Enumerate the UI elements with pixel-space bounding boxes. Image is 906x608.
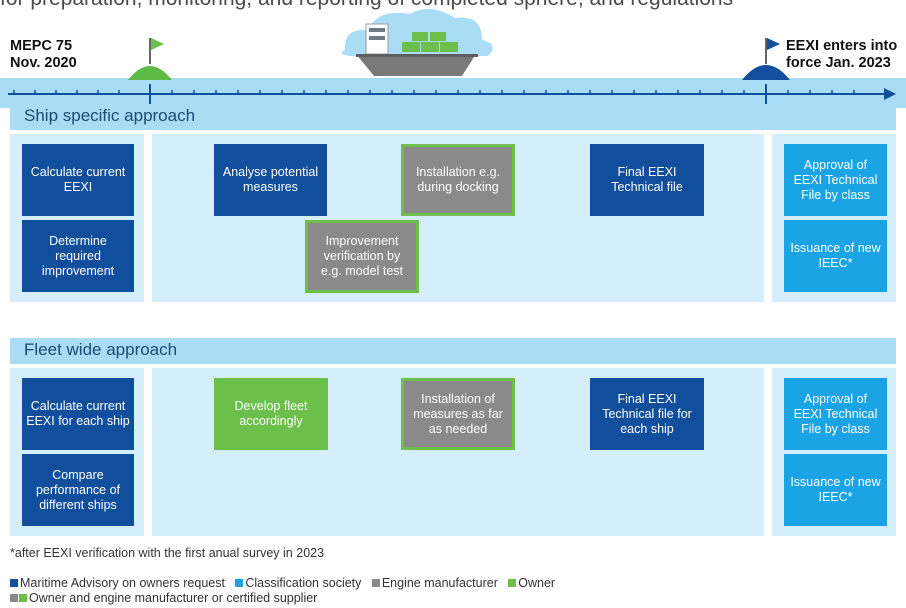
fleet-installation-box: Installation of measures as far as neede… [401, 378, 515, 450]
milestone-start: MEPC 75 Nov. 2020 [10, 38, 77, 72]
ship-installation-box: Installation e.g. during docking [401, 144, 515, 216]
timeline-arrow-icon [8, 84, 896, 104]
milestone-start-line1: MEPC 75 [10, 38, 73, 54]
legend-swatch-owner [508, 579, 517, 587]
fleet-develop-box: Develop fleet accordingly [214, 378, 328, 450]
fleet-final-box: Final EEXI Technical file for each ship [590, 378, 704, 450]
ship-calculate-box: Calculate current EEXI [22, 144, 134, 216]
start-flag-icon [128, 38, 172, 80]
ship-icon [341, 8, 493, 76]
ship-specific-title: Ship specific approach [24, 106, 196, 125]
milestone-end: EEXI enters into force Jan. 2023 [786, 38, 897, 72]
fleet-wide-header-band: Fleet wide approach [10, 338, 896, 364]
legend-engine: Engine manufacturer [381, 576, 498, 590]
legend-swatch-engine [371, 579, 380, 587]
legend-swatch-owner-engine-grey [10, 594, 18, 602]
ship-issuance-box: Issuance of new IEEC* [784, 220, 887, 292]
fleet-issuance-box: Issuance of new IEEC* [784, 454, 887, 526]
legend-row-2: Owner and engine manufacturer or certifi… [10, 591, 317, 606]
legend-row-1: Maritime Advisory on owners request Clas… [10, 576, 555, 591]
timeline-graphic [0, 8, 906, 108]
ship-approval-box: Approval of EEXI Technical File by class [784, 144, 887, 216]
legend-owner-engine: Owner and engine manufacturer or certifi… [29, 591, 318, 605]
ship-specific-header-band: Ship specific approach [10, 104, 896, 130]
ship-analyse-box: Analyse potential measures [214, 144, 327, 216]
end-flag-icon [742, 38, 790, 80]
milestone-start-line2: Nov. 2020 [10, 55, 77, 71]
milestone-end-line2: force Jan. 2023 [786, 55, 891, 71]
legend-swatch-maritime [10, 579, 18, 587]
ship-improvement-box: Improvement verification by e.g. model t… [305, 220, 419, 293]
milestone-end-line1: EEXI enters into [786, 38, 898, 54]
legend-swatch-owner-engine-green [19, 594, 27, 602]
legend-maritime: Maritime Advisory on owners request [20, 576, 225, 590]
fleet-compare-box: Compare performance of different ships [22, 454, 134, 526]
ship-determine-box: Determine required improvement [22, 220, 134, 292]
legend-class: Classification society [245, 576, 362, 590]
legend-owner: Owner [518, 576, 556, 590]
legend-swatch-class [235, 579, 244, 587]
footnote: *after EEXI verification with the first … [10, 546, 325, 560]
fleet-approval-box: Approval of EEXI Technical File by class [784, 378, 887, 450]
fleet-calculate-box: Calculate current EEXI for each ship [22, 378, 134, 450]
ship-final-box: Final EEXI Technical file [590, 144, 704, 216]
fleet-wide-title: Fleet wide approach [24, 340, 178, 359]
top-cutoff-text: for preparation, monitoring, and reporti… [0, 0, 906, 11]
